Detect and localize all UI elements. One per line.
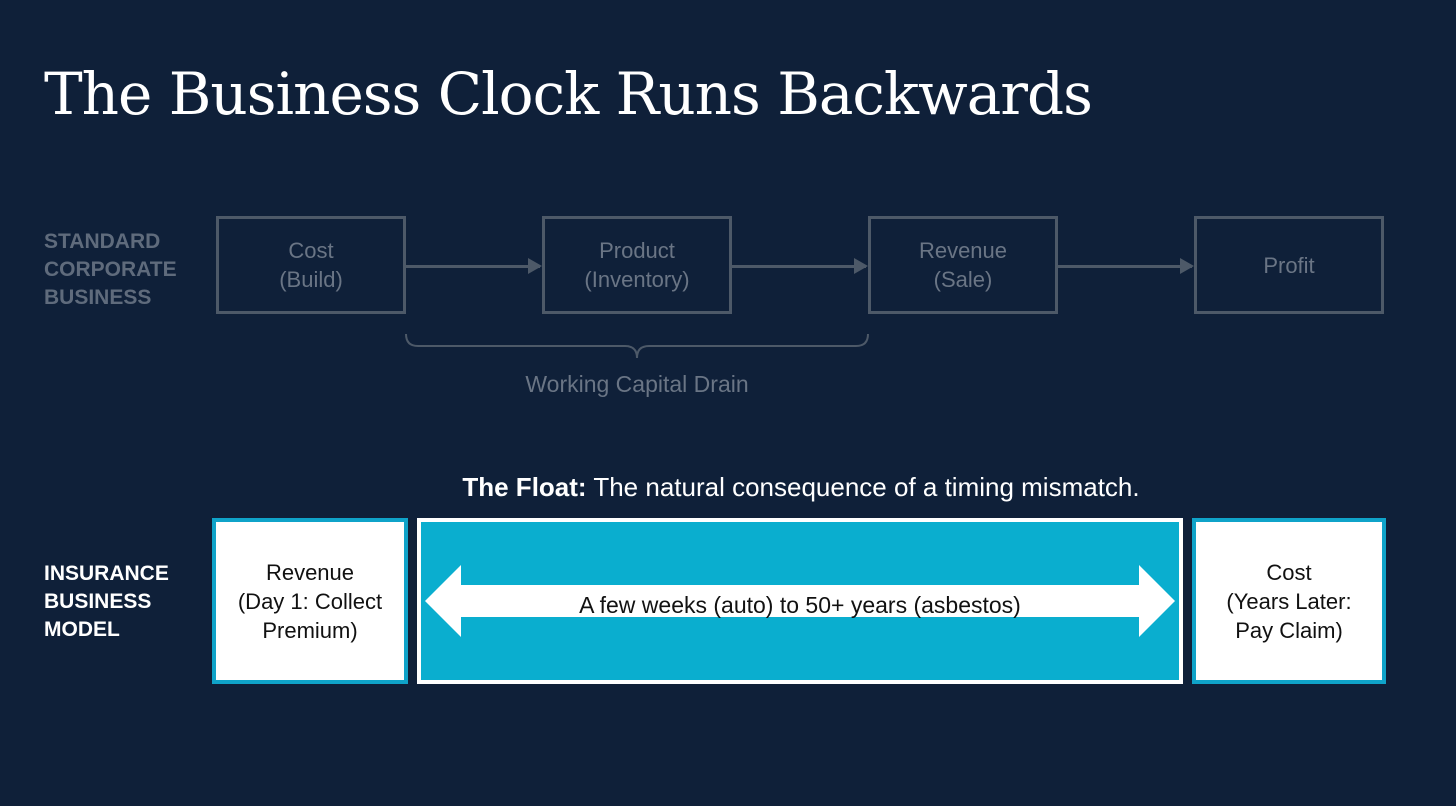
arrow-product-to-revenue — [732, 258, 868, 274]
step-revenue-label: Revenue (Sale) — [918, 238, 1008, 292]
step-profit-label: Profit — [1263, 252, 1315, 278]
float-band-fill: A few weeks (auto) to 50+ years (asbesto… — [421, 522, 1179, 680]
float-caption-text: The natural consequence of a timing mism… — [586, 472, 1140, 502]
arrow-cost-to-product — [406, 258, 542, 274]
float-caption-bold: The Float: — [462, 472, 587, 502]
step-cost-box: Cost (Build) — [216, 216, 406, 314]
cost-later-label: Cost (Years Later: Pay Claim) — [1226, 559, 1352, 643]
step-profit-box: Profit — [1194, 216, 1384, 314]
arrow-revenue-to-profit — [1058, 258, 1194, 274]
float-caption: The Float: The natural consequence of a … — [420, 472, 1182, 503]
step-product-box: Product (Inventory) — [542, 216, 732, 314]
revenue-day1-label: Revenue (Day 1: Collect Premium) — [237, 559, 383, 643]
float-band: A few weeks (auto) to 50+ years (asbesto… — [417, 518, 1183, 684]
step-product-label: Product (Inventory) — [584, 238, 690, 292]
slide-title: The Business Clock Runs Backwards — [44, 60, 1093, 128]
cost-later-box: Cost (Years Later: Pay Claim) — [1192, 518, 1386, 684]
step-revenue-box: Revenue (Sale) — [868, 216, 1058, 314]
revenue-day1-box: Revenue (Day 1: Collect Premium) — [212, 518, 408, 684]
step-cost-label: Cost (Build) — [279, 238, 343, 292]
standard-business-label: STANDARD CORPORATE BUSINESS — [44, 230, 177, 309]
working-capital-brace — [405, 333, 869, 359]
insurance-model-label: INSURANCE BUSINESS MODEL — [44, 562, 169, 641]
float-duration-text: A few weeks (auto) to 50+ years (asbesto… — [579, 592, 1021, 618]
double-headed-arrow-icon — [425, 565, 1175, 637]
working-capital-label: Working Capital Drain — [525, 371, 749, 397]
